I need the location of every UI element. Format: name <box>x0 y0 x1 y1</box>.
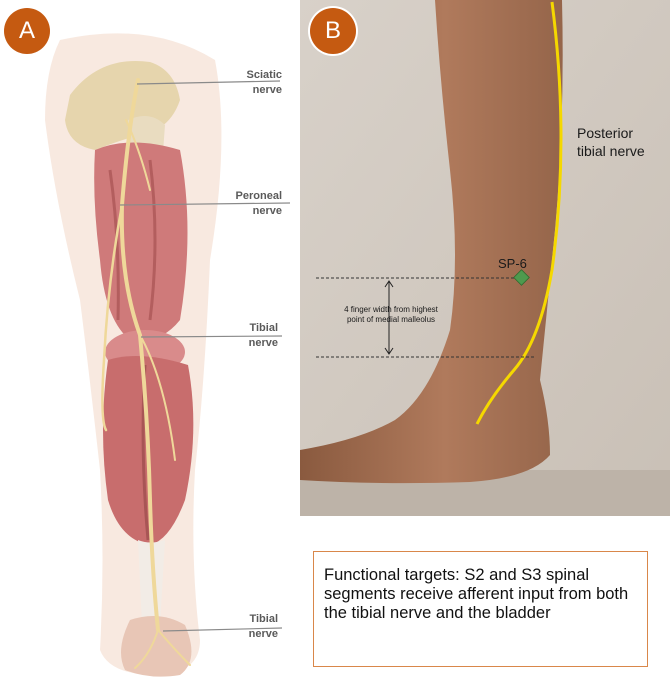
label-line: 4 finger width from highest <box>344 305 438 314</box>
leg-and-foot <box>300 0 563 484</box>
label-line: Posterior <box>577 125 634 141</box>
panel-b-badge: B <box>310 8 356 54</box>
label-line: point of medial malleolus <box>346 315 436 324</box>
finger-width-label: 4 finger width from highest point of med… <box>326 305 456 325</box>
label-line: tibial nerve <box>577 143 645 159</box>
functional-targets-box: Functional targets: S2 and S3 spinal seg… <box>313 551 648 667</box>
tibial-nerve-label-ankle: Tibial nerve <box>232 612 278 642</box>
label-line: Tibial <box>249 322 278 334</box>
sciatic-nerve-label: Sciatic nerve <box>232 68 282 98</box>
label-line: Tibial <box>249 613 278 625</box>
leg-photo-drawing <box>300 0 670 516</box>
peroneal-nerve-label: Peroneal nerve <box>218 189 282 219</box>
label-line: Peroneal <box>235 190 282 202</box>
measurement-arrow <box>384 280 394 355</box>
tibial-nerve-label-thigh: Tibial nerve <box>232 321 278 351</box>
posterior-tibial-nerve-line <box>475 1 563 425</box>
label-line: nerve <box>252 205 282 217</box>
leader-lines <box>119 80 291 632</box>
label-line: nerve <box>252 84 282 96</box>
sp6-label: SP-6 <box>498 256 527 271</box>
nerve-paths <box>101 78 191 669</box>
achilles-tendon <box>138 540 165 629</box>
posterior-tibial-nerve-label: Posterior tibial nerve <box>577 124 645 160</box>
label-line: Sciatic <box>246 69 282 81</box>
label-line: nerve <box>248 337 278 349</box>
anatomy-illustration <box>0 0 300 685</box>
leg-photo <box>300 0 670 516</box>
label-line: nerve <box>248 628 278 640</box>
panel-a-badge: A <box>4 8 50 54</box>
leg-anatomy-drawing <box>45 33 291 677</box>
sp6-marker <box>513 269 530 286</box>
